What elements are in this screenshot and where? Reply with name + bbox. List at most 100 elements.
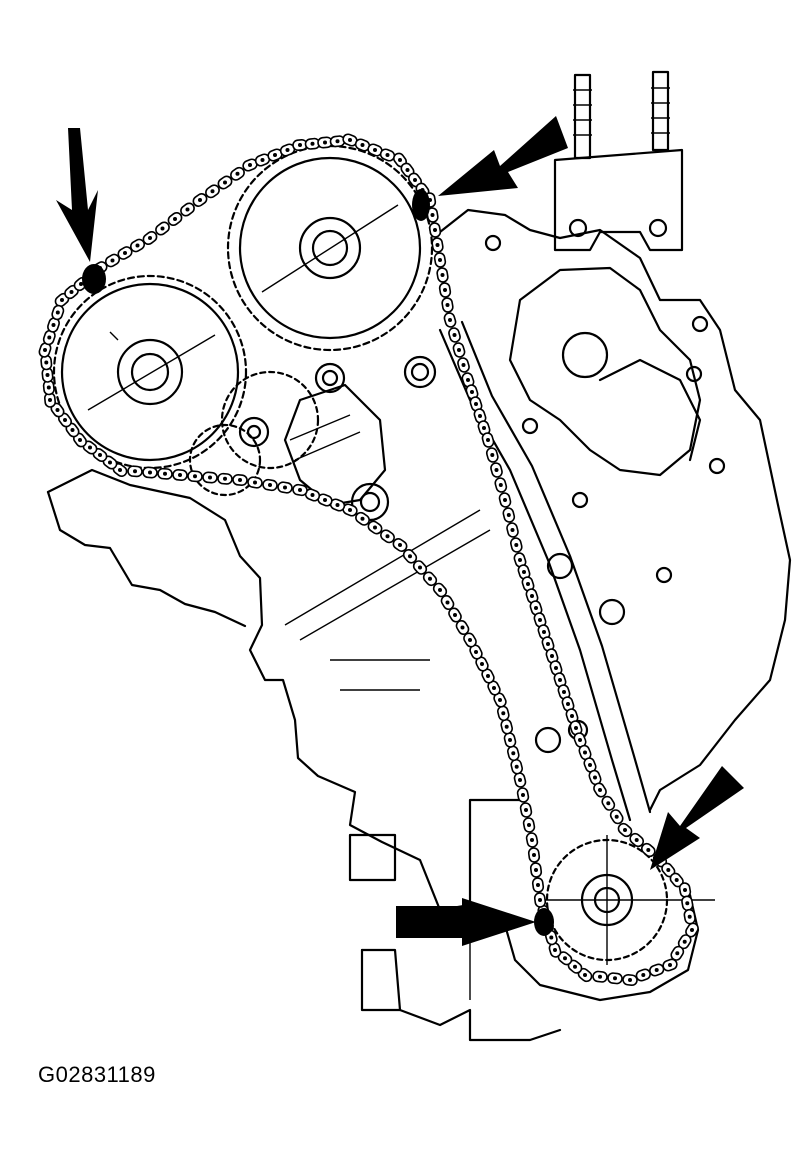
chain-link-pin (44, 360, 49, 365)
chain-link-pin (654, 968, 659, 972)
chain-link-pin (549, 935, 554, 940)
chain-link-pin (51, 323, 56, 327)
chain-link-pin (522, 570, 526, 574)
chain-link-pin (588, 763, 592, 767)
chain-link-pin (178, 473, 182, 477)
chain-link-pin (398, 158, 402, 162)
chain-link-pin (60, 298, 64, 302)
chain-link-pin (48, 398, 52, 402)
chain-link-pin (514, 764, 519, 769)
chain-link-pin (453, 613, 457, 617)
chain-link-pin (468, 638, 472, 642)
chain-link-pin (438, 588, 442, 592)
chain-link-pin (490, 453, 495, 457)
marked-chain-links (82, 189, 554, 936)
chain-link-pin (550, 654, 554, 658)
chain-link-pin (573, 964, 577, 969)
chain-link-pin (682, 939, 687, 944)
chain-link-pin (398, 543, 402, 547)
chain-link-pin (235, 171, 240, 176)
chain-link-pin (646, 848, 651, 852)
chain-link-pin (335, 139, 340, 144)
chain-link-pin (578, 738, 582, 742)
chain-link-pin (532, 853, 536, 857)
chain-link-pin (385, 534, 390, 539)
chain-link-pin (373, 525, 377, 530)
chain-link-pin (518, 558, 522, 562)
chain-link-pin (238, 478, 242, 482)
crankshaft-sprocket (545, 835, 715, 965)
chain-link-pin (524, 808, 528, 812)
chain-link-pin (504, 724, 509, 729)
bottom-left-arrow (396, 898, 536, 946)
chain-link-pin (223, 180, 227, 185)
chain-link-pin (248, 163, 252, 167)
chain-link-pin (360, 516, 365, 521)
chain-link-pin (511, 751, 516, 756)
chain-link-pin (530, 838, 534, 842)
chain-link-pin (634, 838, 639, 842)
chain-link-pin (323, 498, 327, 502)
chain-link-pin (413, 178, 417, 182)
chain-link-pin (185, 207, 190, 212)
chain-link-pin (310, 141, 315, 146)
chain-link-pin (534, 606, 538, 610)
chain-link-pin (260, 158, 265, 162)
chain-link-pin (538, 898, 542, 902)
chain-link-pin (79, 282, 83, 286)
chain-link-pin (452, 333, 457, 337)
chain-link-pin (88, 445, 92, 450)
intermediate-gears (188, 370, 320, 497)
chain-link-pin (445, 303, 450, 307)
chain-link-pin (78, 438, 82, 442)
chain-link-pin (482, 426, 486, 430)
chain-link-pin (593, 775, 597, 780)
engine-block-outline (46, 208, 792, 1042)
chain-link-pin (373, 148, 377, 152)
chain-link-pin (506, 513, 511, 517)
top-left-arrow (56, 128, 98, 262)
chain-link-pin (558, 678, 562, 682)
chain-link-pin (683, 888, 687, 892)
chain-link-pin (474, 402, 478, 406)
chain-link-pin (570, 714, 574, 718)
chain-link-pin (687, 914, 692, 919)
marked-link-crank (534, 908, 554, 936)
timing-chain (38, 133, 699, 987)
chain-link-pin (160, 226, 165, 231)
chain-link-pin (268, 483, 272, 487)
chain-link-pin (198, 198, 202, 202)
chain-link-pin (536, 883, 540, 887)
chain-link-pin (55, 408, 60, 412)
chain-link-pin (408, 554, 412, 559)
chain-link-pin (348, 508, 352, 512)
chain-link-pin (110, 258, 115, 263)
chain-link-pin (63, 418, 67, 422)
chain-link-pin (641, 973, 646, 977)
chain-link-pin (498, 483, 503, 487)
chain-link-pin (253, 480, 257, 485)
chain-link-pin (440, 273, 445, 277)
chain-link-pin (668, 963, 672, 967)
chain-link-pin (457, 348, 461, 352)
chain-link-pin (494, 468, 499, 472)
chain-link-pin (208, 475, 212, 480)
callout-arrows (56, 116, 744, 946)
chain-link-pin (614, 814, 619, 819)
marked-link-right-cam (412, 189, 430, 221)
chain-link-pin (433, 228, 437, 232)
chain-link-pin (460, 625, 465, 630)
chain-link-pin (466, 378, 470, 382)
chain-link-pin (193, 474, 197, 479)
chain-link-pin (210, 189, 215, 194)
chain-link-pin (583, 973, 587, 977)
chain-link-pin (448, 318, 452, 322)
chain-link-pin (598, 974, 602, 979)
chain-link-pin (598, 788, 602, 792)
chain-link-pin (501, 711, 506, 716)
chain-link-pin (613, 976, 617, 981)
chain-link-pin (163, 471, 167, 476)
chain-link-pin (45, 373, 50, 377)
chain-link-pin (435, 243, 440, 247)
